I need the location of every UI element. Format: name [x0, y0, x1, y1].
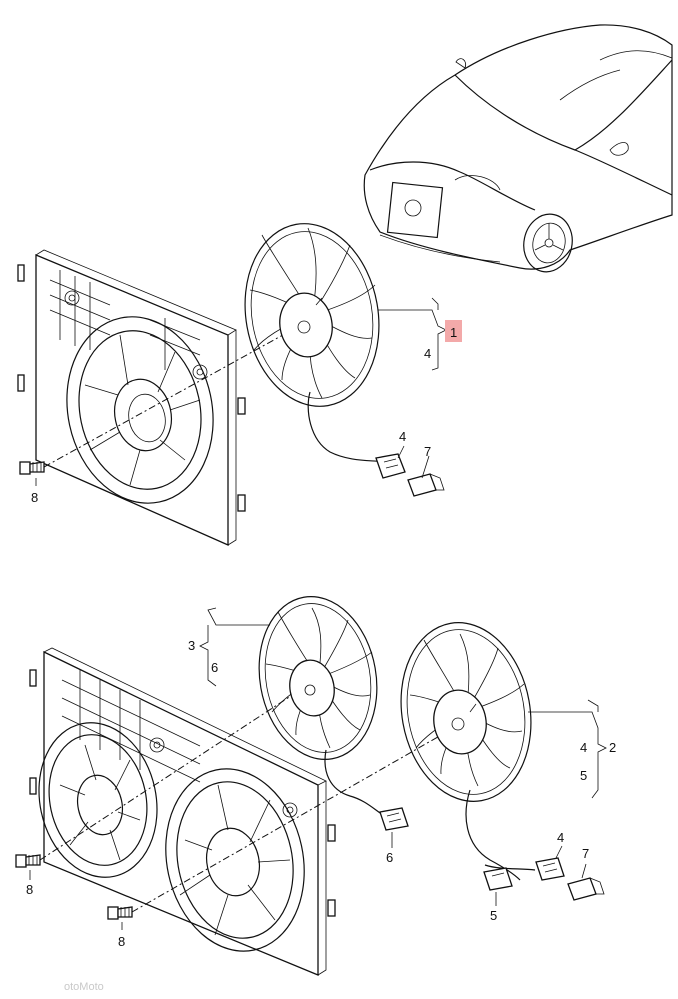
callout-connector-6: 6: [386, 850, 393, 865]
callout-part-1: 1: [450, 325, 457, 340]
lower-connector-7: [567, 877, 605, 901]
car-locator-illustration: [363, 24, 673, 273]
lower-fan-shroud: [29, 647, 336, 976]
callout-bracket-6: 6: [211, 660, 218, 675]
upper-fan-motor: [244, 223, 386, 463]
bolt-upper: [19, 461, 45, 475]
bolt-lower-b: [107, 906, 133, 920]
callout-connector-4: 4: [557, 830, 564, 845]
callout-bolt-8: 8: [31, 490, 38, 505]
lower-connector-5: [483, 867, 513, 891]
upper-connector-4: [375, 453, 406, 479]
assembly-axis-upper: [43, 319, 311, 468]
callout-connector-7: 7: [424, 444, 431, 459]
assembly-axis-lower-b: [131, 729, 451, 913]
lower-fan-small: [258, 596, 384, 816]
callout-connector-7: 7: [582, 846, 589, 861]
callout-bracket-4: 4: [580, 740, 587, 755]
callout-bracket-4: 4: [424, 346, 431, 361]
callout-bolt-8b: 8: [118, 934, 125, 949]
callout-connector-5: 5: [490, 908, 497, 923]
callout-bracket-2: 2: [609, 740, 616, 755]
upper-fan-shroud: [17, 249, 246, 546]
callout-bracket-5: 5: [580, 768, 587, 783]
callout-bracket-3: 3: [188, 638, 195, 653]
upper-connector-7: [407, 473, 445, 497]
lower-connector-6: [379, 807, 409, 831]
lower-fan-large: [400, 622, 536, 881]
part-1-highlight: [445, 320, 462, 342]
bolt-lower-a: [15, 854, 41, 868]
watermark: otoMoto: [64, 981, 104, 993]
lower-connector-4: [535, 857, 565, 881]
callout-bolt-8a: 8: [26, 882, 33, 897]
callout-connector-4: 4: [399, 429, 406, 444]
assembly-axis-lower-a: [39, 689, 301, 861]
